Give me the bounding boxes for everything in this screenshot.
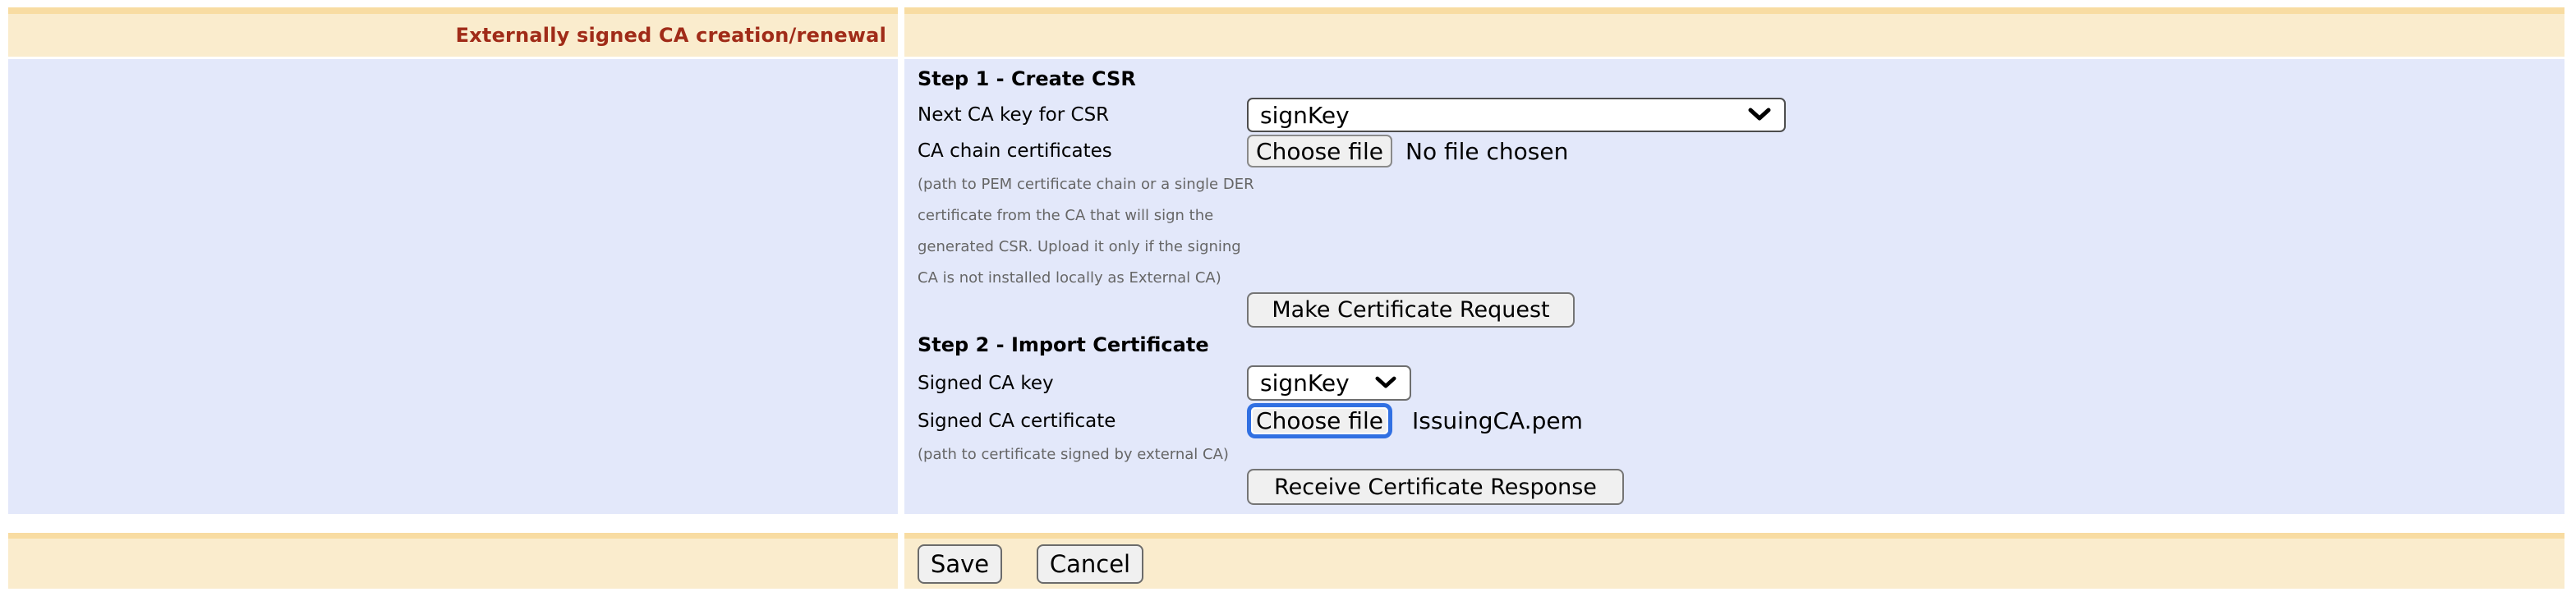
next-ca-key-select[interactable]: signKey xyxy=(1247,98,1786,132)
cancel-button[interactable]: Cancel xyxy=(1037,544,1143,584)
chevron-down-icon xyxy=(1375,376,1396,388)
ca-chain-help-text: (path to PEM certificate chain or a sing… xyxy=(918,169,1254,294)
chevron-down-icon xyxy=(1748,108,1771,121)
help-line: (path to PEM certificate chain or a sing… xyxy=(918,176,1254,193)
receive-certificate-response-button[interactable]: Receive Certificate Response xyxy=(1247,469,1624,505)
signed-ca-cert-help-text: (path to certificate signed by external … xyxy=(918,446,1229,463)
ca-chain-choose-file-button[interactable]: Choose file xyxy=(1247,135,1392,167)
save-button[interactable]: Save xyxy=(918,544,1002,584)
signed-ca-cert-file-input-focus-ring: Choose file xyxy=(1247,403,1392,438)
step2-heading: Step 2 - Import Certificate xyxy=(918,333,1209,356)
ca-chain-file-status: No file chosen xyxy=(1405,137,1569,165)
next-ca-key-label: Next CA key for CSR xyxy=(918,104,1110,126)
help-line: generated CSR. Upload it only if the sig… xyxy=(918,238,1241,255)
signed-ca-cert-file-name: IssuingCA.pem xyxy=(1412,407,1583,434)
help-line: certificate from the CA that will sign t… xyxy=(918,207,1214,224)
signed-ca-cert-choose-file-button[interactable]: Choose file xyxy=(1251,407,1388,434)
section-title: Externally signed CA creation/renewal xyxy=(455,24,886,47)
ca-chain-file-input: Choose file No file chosen xyxy=(1247,135,1568,167)
section-header-right-cell xyxy=(904,7,2564,57)
ca-chain-label: CA chain certificates xyxy=(918,140,1112,162)
signed-ca-key-label: Signed CA key xyxy=(918,372,1054,394)
help-line: CA is not installed locally as External … xyxy=(918,269,1221,287)
next-ca-key-selected-value: signKey xyxy=(1260,101,1350,129)
footer-actions-cell: Save Cancel xyxy=(904,533,2564,589)
main-left-cell xyxy=(8,59,898,514)
externally-signed-ca-form: Step 1 - Create CSR Next CA key for CSR … xyxy=(904,59,2564,514)
make-certificate-request-button[interactable]: Make Certificate Request xyxy=(1247,292,1575,328)
signed-ca-cert-label: Signed CA certificate xyxy=(918,410,1116,432)
signed-ca-key-selected-value: signKey xyxy=(1260,369,1350,397)
signed-ca-key-select[interactable]: signKey xyxy=(1247,365,1411,401)
step1-heading: Step 1 - Create CSR xyxy=(918,67,1136,90)
footer-left-cell xyxy=(8,533,898,589)
section-header-left-cell: Externally signed CA creation/renewal xyxy=(8,7,898,57)
